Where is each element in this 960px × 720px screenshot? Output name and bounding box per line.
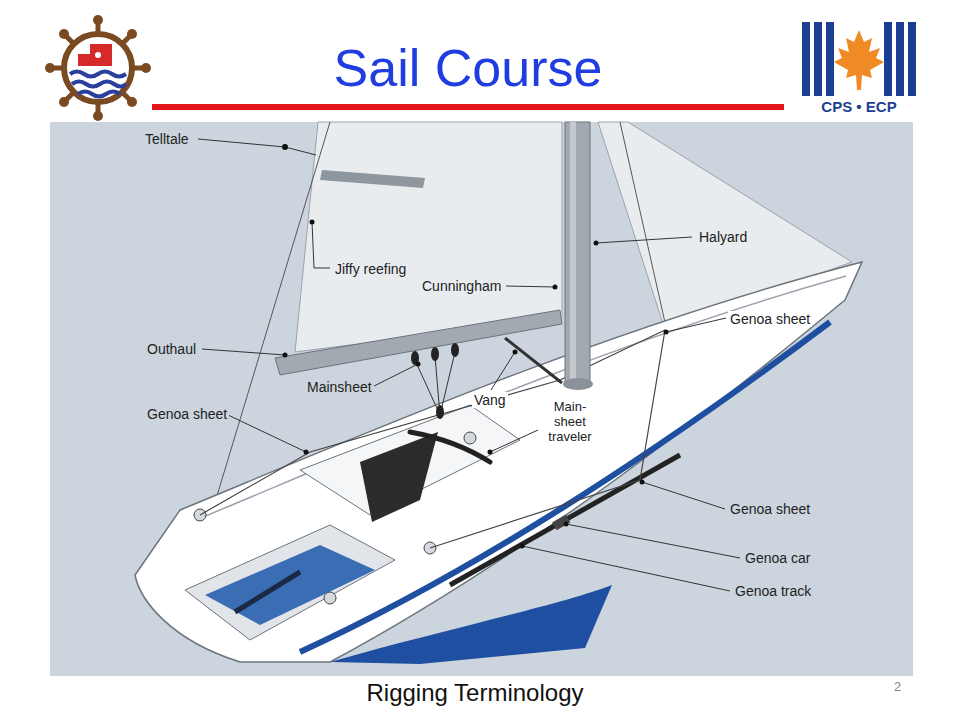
part-label: Outhaul [145,341,198,357]
logo-text: CPS • ECP [800,98,918,116]
illustration-panel [50,122,913,676]
part-label: Genoa sheet [728,311,812,327]
part-label: Genoa car [743,550,812,566]
part-label: Genoa sheet [728,501,812,517]
page-number: 2 [894,679,901,695]
title-rule [152,104,784,110]
sailboat [135,122,862,664]
slide-caption: Rigging Terminology [300,679,650,707]
part-label: Mainsheet [305,379,374,395]
squadron-logo [45,15,151,121]
part-label: Genoa sheet [145,406,229,422]
part-label: Main-sheet traveler [541,399,599,444]
leader-dots [282,144,669,549]
part-label: Telltale [143,131,191,147]
part-label: Vang [472,392,508,408]
part-label: Halyard [697,229,749,245]
part-label: Cunningham [420,278,503,294]
slide-title: Sail Course [152,38,784,98]
part-label: Genoa track [733,583,813,599]
cps-ecp-logo [800,22,918,96]
leader-lines [198,139,740,591]
part-label: Jiffy reefing [333,261,408,277]
